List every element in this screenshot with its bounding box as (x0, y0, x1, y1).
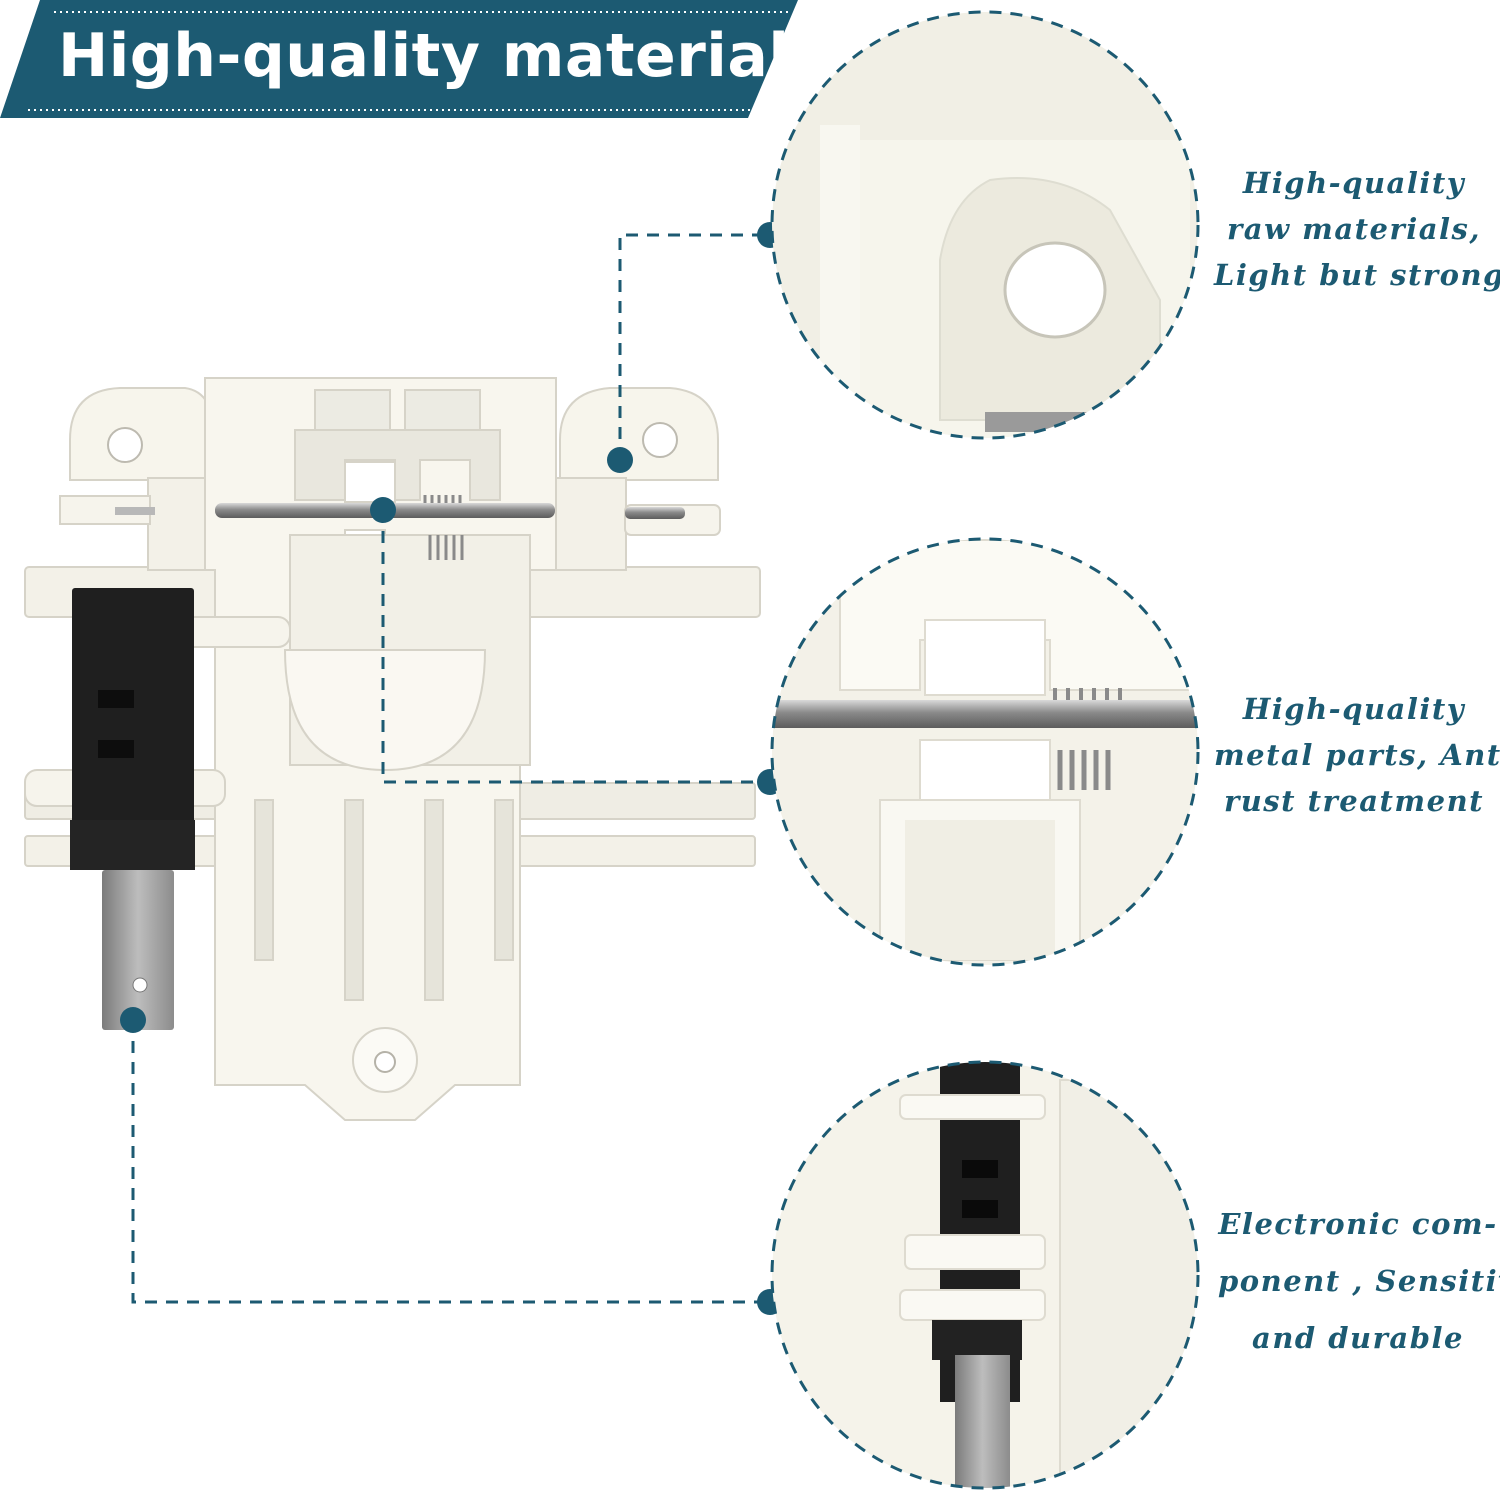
callout-line: rust treatment (1223, 784, 1485, 818)
callout-line: raw materials, (1227, 212, 1481, 246)
callout-raw-materials: High-quality raw materials, Light but st… (1214, 160, 1500, 298)
micro-switch-icon (70, 588, 195, 1030)
door-latch-switch-icon (24, 377, 761, 1121)
callout-metal-parts: High-quality metal parts, Anti- rust tre… (1214, 686, 1500, 824)
banner-background (0, 0, 798, 118)
connector-lines (131, 233, 770, 1304)
callout-line: Light but strong (1214, 258, 1500, 292)
callout-electronic-component: Electronic com- ponent , Sensitive and d… (1218, 1196, 1500, 1367)
micro-switch-closeup-icon (770, 1060, 1200, 1490)
callout-line: High-quality (1242, 692, 1466, 726)
callout-line: High-quality (1242, 166, 1466, 200)
spring-pin-closeup-icon (770, 537, 1200, 967)
callout-line: metal parts, Anti- (1214, 738, 1500, 772)
header-banner: High-quality materials (0, 0, 825, 132)
banner-title: High-quality materials (58, 21, 826, 91)
mounting-hole-closeup-icon (770, 10, 1200, 440)
callout-line: ponent , Sensitive (1218, 1264, 1500, 1298)
callout-line: and durable (1252, 1321, 1464, 1355)
callout-line: Electronic com- (1218, 1207, 1498, 1241)
